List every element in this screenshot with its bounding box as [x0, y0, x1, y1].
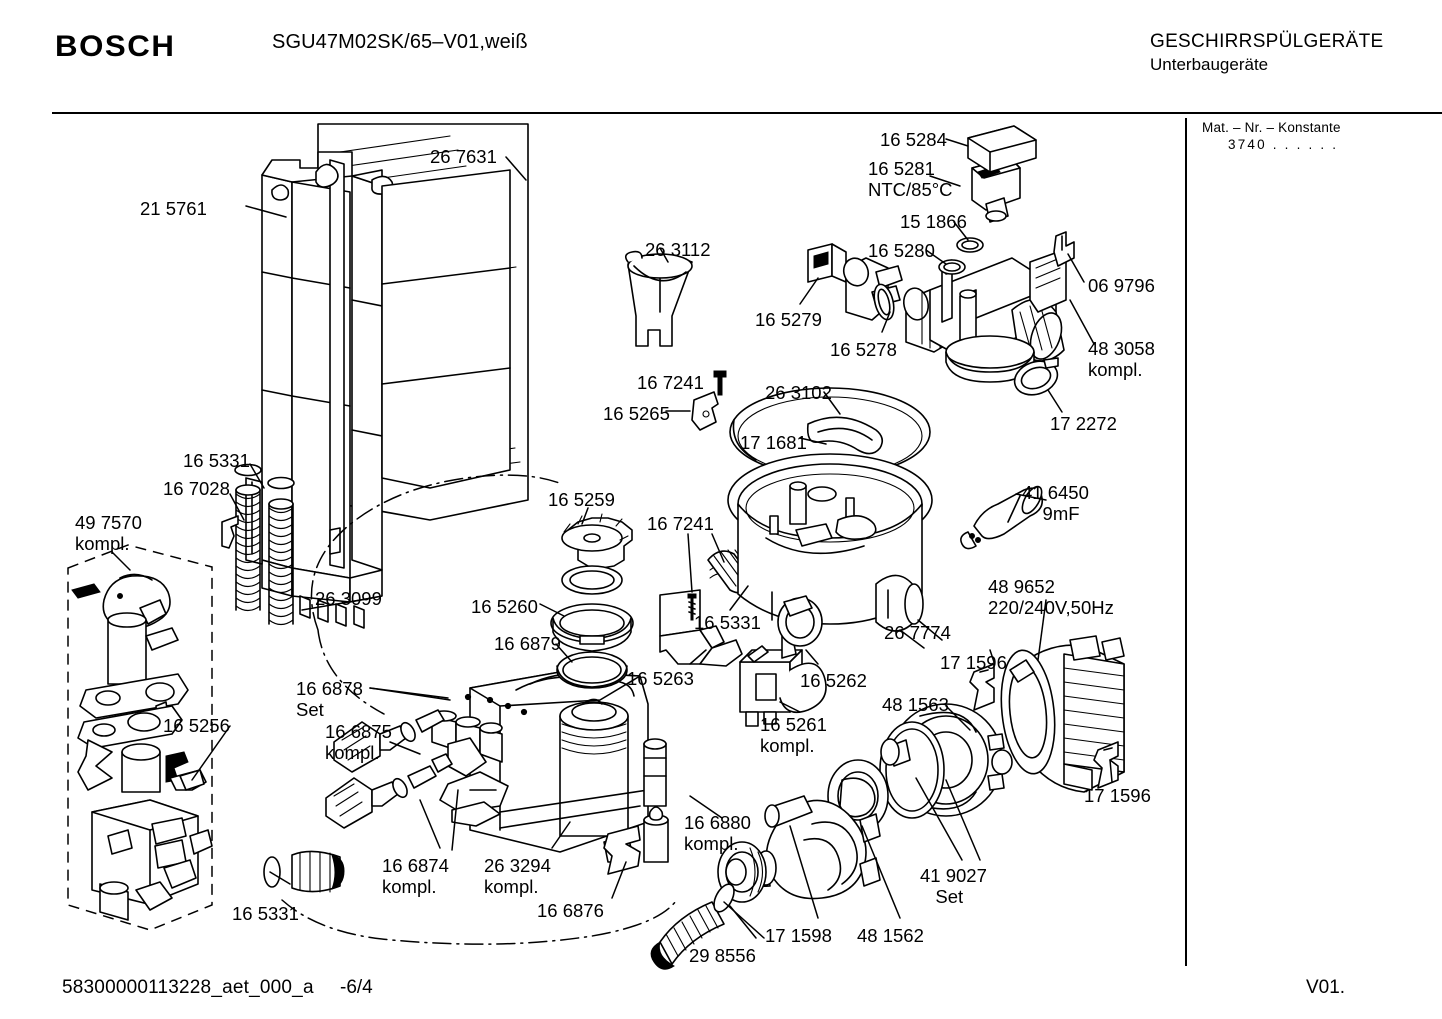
- part-label-165259: 16 5259: [548, 489, 615, 510]
- frame-vertical-divider: [1185, 118, 1187, 966]
- part-label-267631: 26 7631: [430, 146, 497, 167]
- version-footer: V01.: [1306, 977, 1346, 998]
- part-label-166876: 16 6876: [537, 900, 604, 921]
- part-label-416450: 41 6450 9mF: [1022, 482, 1089, 524]
- clip-166876: [603, 825, 641, 875]
- bosch-logo: BOSCH: [55, 30, 176, 63]
- part-label-166874: 16 6874 kompl.: [382, 855, 449, 897]
- sump-assembly: [727, 387, 933, 647]
- pump-impeller-group: [827, 703, 1013, 833]
- part-label-167241: 16 7241: [637, 372, 704, 393]
- page-header: BOSCH SGU47M02SK/65–V01,weiß GESCHIRRSPÜ…: [0, 0, 1442, 96]
- filter-stack: [550, 513, 634, 689]
- bracket-165265: [691, 391, 719, 431]
- mat-nr-value: 3740 . . . . . .: [1228, 137, 1339, 152]
- funnel-263112: [624, 250, 693, 347]
- part-label-165265: 16 5265: [603, 403, 670, 424]
- part-label-165263: 16 5263: [627, 668, 694, 689]
- model-code: SGU47M02SK/65–V01,weiß: [272, 31, 528, 53]
- filter-166880: [643, 738, 669, 863]
- part-label-171596: 17 1596: [1084, 785, 1151, 806]
- category-title: GESCHIRRSPÜLGERÄTE: [1150, 31, 1384, 52]
- part-label-481562: 48 1562: [857, 925, 924, 946]
- leader-166878-dotted: [369, 687, 528, 716]
- mat-nr-block: Mat. – Nr. – Konstante 3740 . . . . . .: [1202, 120, 1432, 152]
- page-number: -6/4: [340, 977, 373, 998]
- part-label-497570: 49 7570 kompl.: [75, 512, 142, 554]
- part-label-263112: 26 3112: [645, 239, 711, 260]
- part-label-167028: 16 7028: [163, 478, 230, 499]
- leader-lines: [111, 138, 1113, 939]
- part-label-263099: 26 3099: [315, 588, 382, 609]
- part-label-165331: 16 5331: [232, 903, 299, 924]
- part-label-069796: 06 9796: [1088, 275, 1155, 296]
- part-label-263294: 26 3294 kompl.: [484, 855, 551, 897]
- screw-167241-upper: [713, 370, 727, 396]
- part-label-167241: 16 7241: [647, 513, 714, 534]
- part-label-267774: 26 7774: [884, 622, 951, 643]
- part-label-171681: 17 1681: [740, 432, 807, 453]
- part-label-151866: 15 1866: [900, 211, 967, 232]
- part-label-489652: 48 9652 220/240V,50Hz: [988, 576, 1114, 618]
- part-label-165280: 16 5280: [868, 240, 935, 261]
- part-label-165260: 16 5260: [471, 596, 538, 617]
- category-subtitle: Unterbaugeräte: [1150, 55, 1269, 74]
- clip-171596-lower: [1093, 741, 1119, 789]
- part-label-165284: 16 5284: [880, 129, 947, 150]
- part-label-165331: 16 5331: [183, 450, 250, 471]
- document-id: 58300000113228_aet_000_a: [62, 977, 314, 998]
- hose-connector-left: [263, 850, 345, 893]
- part-label-165331: 16 5331: [694, 612, 761, 633]
- spring-group: [221, 463, 295, 626]
- motor-489652: [1000, 635, 1125, 793]
- part-label-165262: 16 5262: [800, 670, 867, 691]
- frame-top-rule: [52, 112, 1442, 114]
- part-label-165278: 16 5278: [830, 339, 897, 360]
- part-label-419027: 41 9027 Set: [920, 865, 987, 907]
- part-label-166880: 16 6880 kompl.: [684, 812, 751, 854]
- part-label-165256: 16 5256: [163, 715, 230, 736]
- bellows-165331-centre: [707, 549, 789, 615]
- part-label-166879: 16 6879: [494, 633, 561, 654]
- mat-nr-title: Mat. – Nr. – Konstante: [1202, 120, 1341, 135]
- part-label-298556: 29 8556: [689, 945, 756, 966]
- clip-165262: [781, 627, 805, 659]
- heat-pump-housing: [431, 671, 649, 863]
- door-panel-group: [245, 123, 529, 629]
- part-label-166878: 16 6878 Set: [296, 678, 363, 720]
- part-label-166875: 16 6875 kompl.: [325, 721, 392, 763]
- part-label-171598: 17 1598: [765, 925, 832, 946]
- part-label-171596: 17 1596: [940, 652, 1007, 673]
- part-label-263102: 26 3102: [765, 382, 832, 403]
- part-label-165281: 16 5281 NTC/85°C: [868, 158, 953, 200]
- part-label-165279: 16 5279: [755, 309, 822, 330]
- part-label-172272: 17 2272: [1050, 413, 1117, 434]
- part-label-483058: 48 3058 kompl.: [1088, 338, 1155, 380]
- softener-assembly: [67, 544, 213, 931]
- part-label-215761: 21 5761: [140, 198, 207, 219]
- part-label-481563: 48 1563: [882, 694, 949, 715]
- part-label-165261: 16 5261 kompl.: [760, 714, 827, 756]
